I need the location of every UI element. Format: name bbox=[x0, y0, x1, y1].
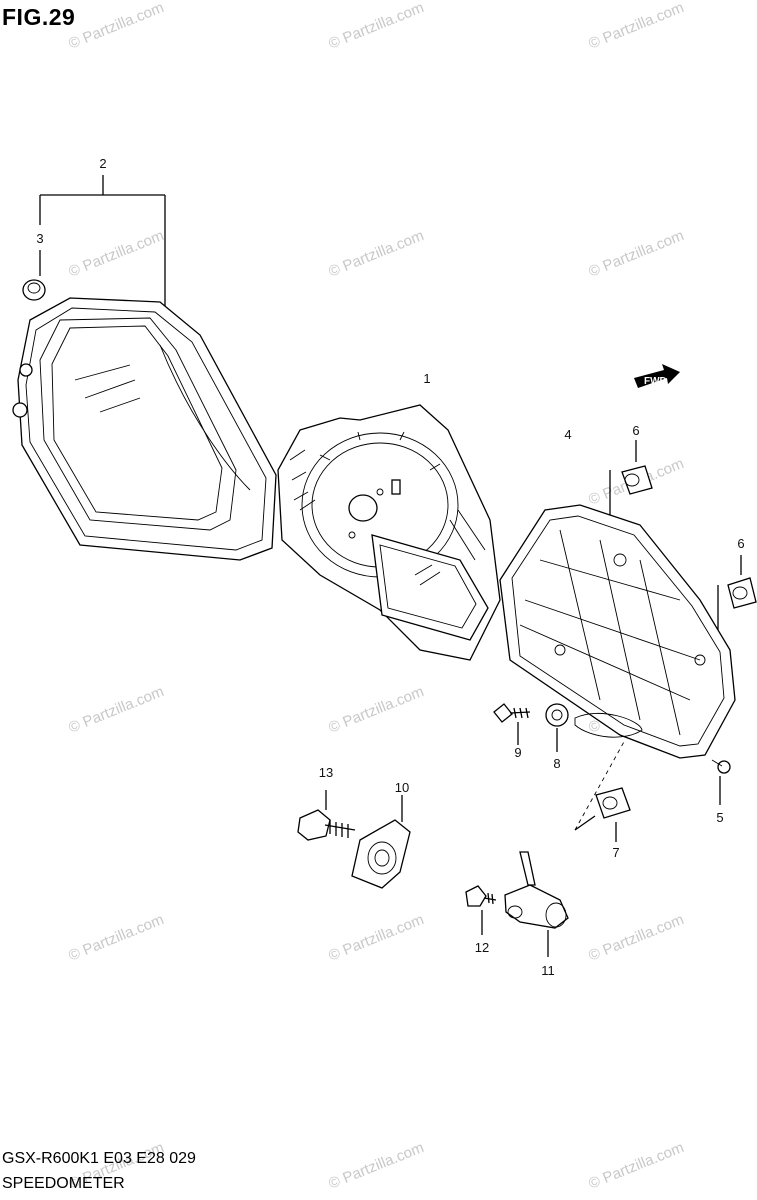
part-8-washer[interactable] bbox=[545, 703, 643, 752]
callout-5: 5 bbox=[716, 810, 723, 825]
part-6a-grommet[interactable] bbox=[609, 440, 653, 515]
watermark-text: © Partzilla.com bbox=[326, 911, 426, 965]
watermark-text: © Partzilla.com bbox=[586, 227, 686, 281]
part-1-speedometer-assembly[interactable] bbox=[277, 404, 501, 661]
part-10-mount[interactable] bbox=[351, 795, 411, 889]
callout-8: 8 bbox=[553, 756, 560, 771]
callout-7: 7 bbox=[612, 845, 619, 860]
watermark-text: © Partzilla.com bbox=[326, 1139, 426, 1193]
watermark-text: © Partzilla.com bbox=[66, 0, 166, 53]
watermark-text: © Partzilla.com bbox=[326, 0, 426, 53]
callout-3: 3 bbox=[36, 231, 43, 246]
watermark-text: © Partzilla.com bbox=[66, 683, 166, 737]
fwd-label: FWD bbox=[644, 376, 667, 387]
watermark-text: © Partzilla.com bbox=[66, 911, 166, 965]
part-7-cushion[interactable] bbox=[574, 739, 631, 842]
callout-2: 2 bbox=[99, 156, 106, 171]
footer-model-code: GSX-R600K1 E03 E28 029 bbox=[2, 1150, 196, 1167]
part-11-speed-sensor[interactable] bbox=[504, 851, 569, 957]
callout-6a: 6 bbox=[632, 423, 639, 438]
part-13-bolt[interactable] bbox=[297, 790, 356, 841]
part-2-upper-case[interactable] bbox=[12, 297, 277, 561]
callout-1: 1 bbox=[423, 371, 430, 386]
figure-title: FIG.29 bbox=[2, 4, 76, 30]
watermark-text: © Partzilla.com bbox=[586, 911, 686, 965]
footer-diagram-name: SPEEDOMETER bbox=[2, 1175, 125, 1192]
watermark-text: © Partzilla.com bbox=[586, 0, 686, 53]
callout-10: 10 bbox=[395, 780, 409, 795]
callout-9: 9 bbox=[514, 745, 521, 760]
leader-2 bbox=[39, 175, 166, 312]
watermark-text: © Partzilla.com bbox=[66, 227, 166, 281]
callout-11: 11 bbox=[541, 963, 555, 978]
part-6b-grommet[interactable] bbox=[717, 555, 757, 630]
watermark-text: © Partzilla.com bbox=[326, 227, 426, 281]
part-9-screw[interactable] bbox=[493, 703, 531, 745]
fwd-direction-arrow: FWD bbox=[634, 364, 680, 388]
callout-12: 12 bbox=[475, 940, 489, 955]
watermark-text: © Partzilla.com bbox=[586, 1139, 686, 1193]
part-12-bolt[interactable] bbox=[465, 885, 497, 935]
part-5-screw[interactable] bbox=[711, 759, 731, 805]
callout-4: 4 bbox=[564, 427, 571, 442]
part-3-cushion[interactable] bbox=[22, 250, 46, 301]
part-4-lower-case[interactable] bbox=[499, 504, 736, 759]
watermark-text: © Partzilla.com bbox=[326, 683, 426, 737]
callout-13: 13 bbox=[319, 765, 333, 780]
callout-6b: 6 bbox=[737, 536, 744, 551]
